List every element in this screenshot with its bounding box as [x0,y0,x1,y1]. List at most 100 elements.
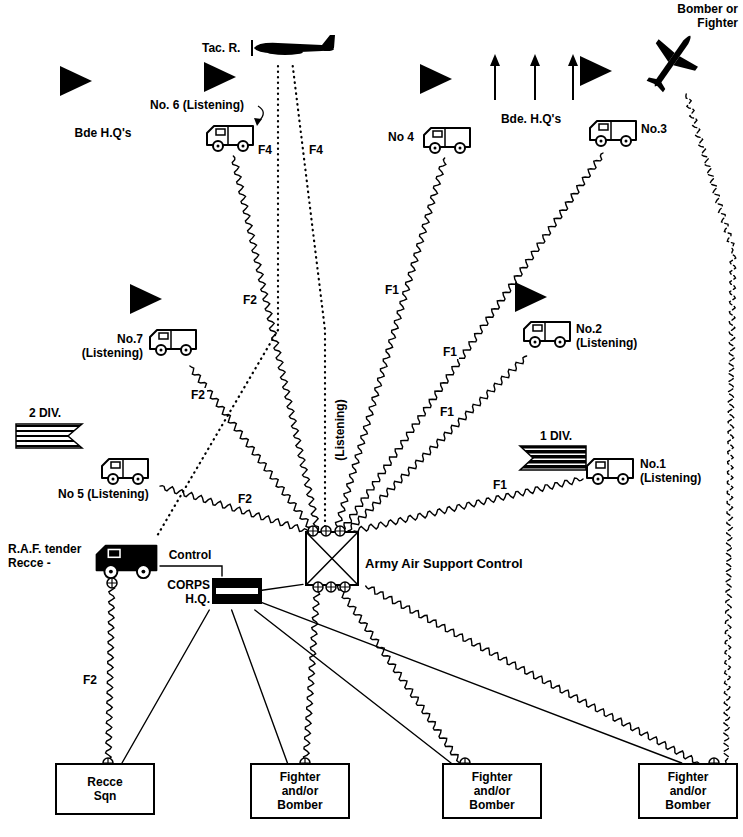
vehicle-node: No.3 [585,115,675,153]
vehicle-node: No 5 (Listening) [55,455,160,505]
frequency-label: F2 [236,492,254,506]
radio-link [338,586,461,763]
headquarters-node: CORPS H.Q. [163,576,262,610]
land-line [160,566,222,576]
radio-terminal [326,582,336,592]
formation-label: Bde. H.Q's [499,112,563,126]
land-line [255,610,451,763]
radio-terminal [321,526,331,536]
node-label: No.1 (Listening) [640,457,712,485]
node-label: Tac. R. [202,41,240,55]
vehicle-symbol [587,459,633,484]
radio-link-dotted [293,66,325,531]
tender-node: R.A.F. tender Recce - [6,538,160,580]
brigade-flag [60,66,92,96]
frequency-label: F2 [189,388,207,402]
division-flag [16,424,82,448]
squadron-box: Fighter and/or Bomber [442,763,542,819]
radio-link [304,586,320,763]
box-label: Fighter and/or Bomber [462,770,522,812]
radio-link [160,486,308,532]
radio-link [686,94,736,763]
vehicle-node: No 4 [385,122,475,158]
frequency-label: F4 [256,143,274,157]
radio-link [232,156,318,531]
node-label: Army Air Support Control [365,556,523,572]
brigade-flag [515,282,547,312]
recce-aircraft [252,35,335,56]
vehicle-symbol [102,459,148,484]
frequency-label: F1 [491,478,509,492]
brigade-flag [204,62,236,92]
radio-link [366,586,699,763]
land-line [262,584,303,590]
radio-link-dotted [156,66,278,538]
formation-label: 1 DIV. [538,429,574,443]
node-label: No 5 (Listening) [58,487,149,501]
radio-link [342,153,603,531]
frequency-label: Control [167,548,214,562]
brigade-flag [580,56,612,86]
bomber-aircraft [635,22,710,100]
squadron-box: Fighter and/or Bomber [638,763,738,819]
node-label: Bomber or Fighter [674,2,738,30]
control-symbol-cross [306,532,358,585]
formation-label: 2 DIV. [27,406,63,420]
vehicle-symbol [207,126,253,151]
brigade-flag [130,284,162,314]
radio-terminal [308,526,318,536]
pointer-arrowhead [254,118,262,126]
corps-symbol-band [216,588,258,594]
frequency-label: F2 [241,293,259,307]
node-label: No. 6 (Listening) [150,98,244,112]
node-label: CORPS H.Q. [163,578,210,606]
frequency-label: F2 [81,673,99,687]
radio-link [348,356,527,531]
land-line [232,610,288,763]
vehicle-node: No.1 (Listening) [583,455,715,491]
brigade-flag [420,64,452,94]
radio-terminal [313,582,323,592]
node-label: No.3 [641,122,667,136]
vehicle-symbol [150,330,196,355]
radio-terminals [103,526,719,768]
radio-terminal [335,526,345,536]
land-line [122,610,209,763]
formation-label: Bde H.Q's [73,126,134,140]
listening-label: (Listening) [333,397,347,462]
frequency-label: F1 [438,405,456,419]
radio-link [336,158,446,531]
box-label: Fighter and/or Bomber [270,770,330,812]
radio-link [354,478,583,531]
aircraft-node: Bomber or Fighter [630,2,740,94]
control-node: Army Air Support Control [303,531,561,586]
control-symbol [306,532,358,585]
radio-link [106,580,115,763]
node-label: No 4 [388,130,414,144]
radio-terminal [340,582,350,592]
vehicle-node: No. 6 (Listening) [150,98,258,156]
vehicle-node: No.7 (Listening) [70,326,200,366]
frequency-label: F4 [307,143,325,157]
node-label: No.7 (Listening) [70,332,143,360]
squadron-box: Recce Sqn [55,763,155,815]
frequency-label: F1 [383,283,401,297]
box-label: Recce Sqn [75,775,135,803]
radio-terminal [107,578,117,588]
corps-symbol [212,578,262,604]
squadron-box: Fighter and/or Bomber [250,763,350,819]
tender-symbol [97,546,157,579]
land-line [262,603,682,763]
vehicle-node: No.2 (Listening) [518,318,650,356]
vehicle-symbol [424,128,470,153]
box-label: Fighter and/or Bomber [658,770,718,812]
division-flag [520,446,586,470]
frequency-label: F1 [441,345,459,359]
vehicle-symbol [524,322,570,347]
node-label: No.2 (Listening) [576,322,648,350]
vehicle-symbol [590,121,636,146]
advance-arrows [490,54,578,100]
node-label: R.A.F. tender Recce - [8,542,94,570]
